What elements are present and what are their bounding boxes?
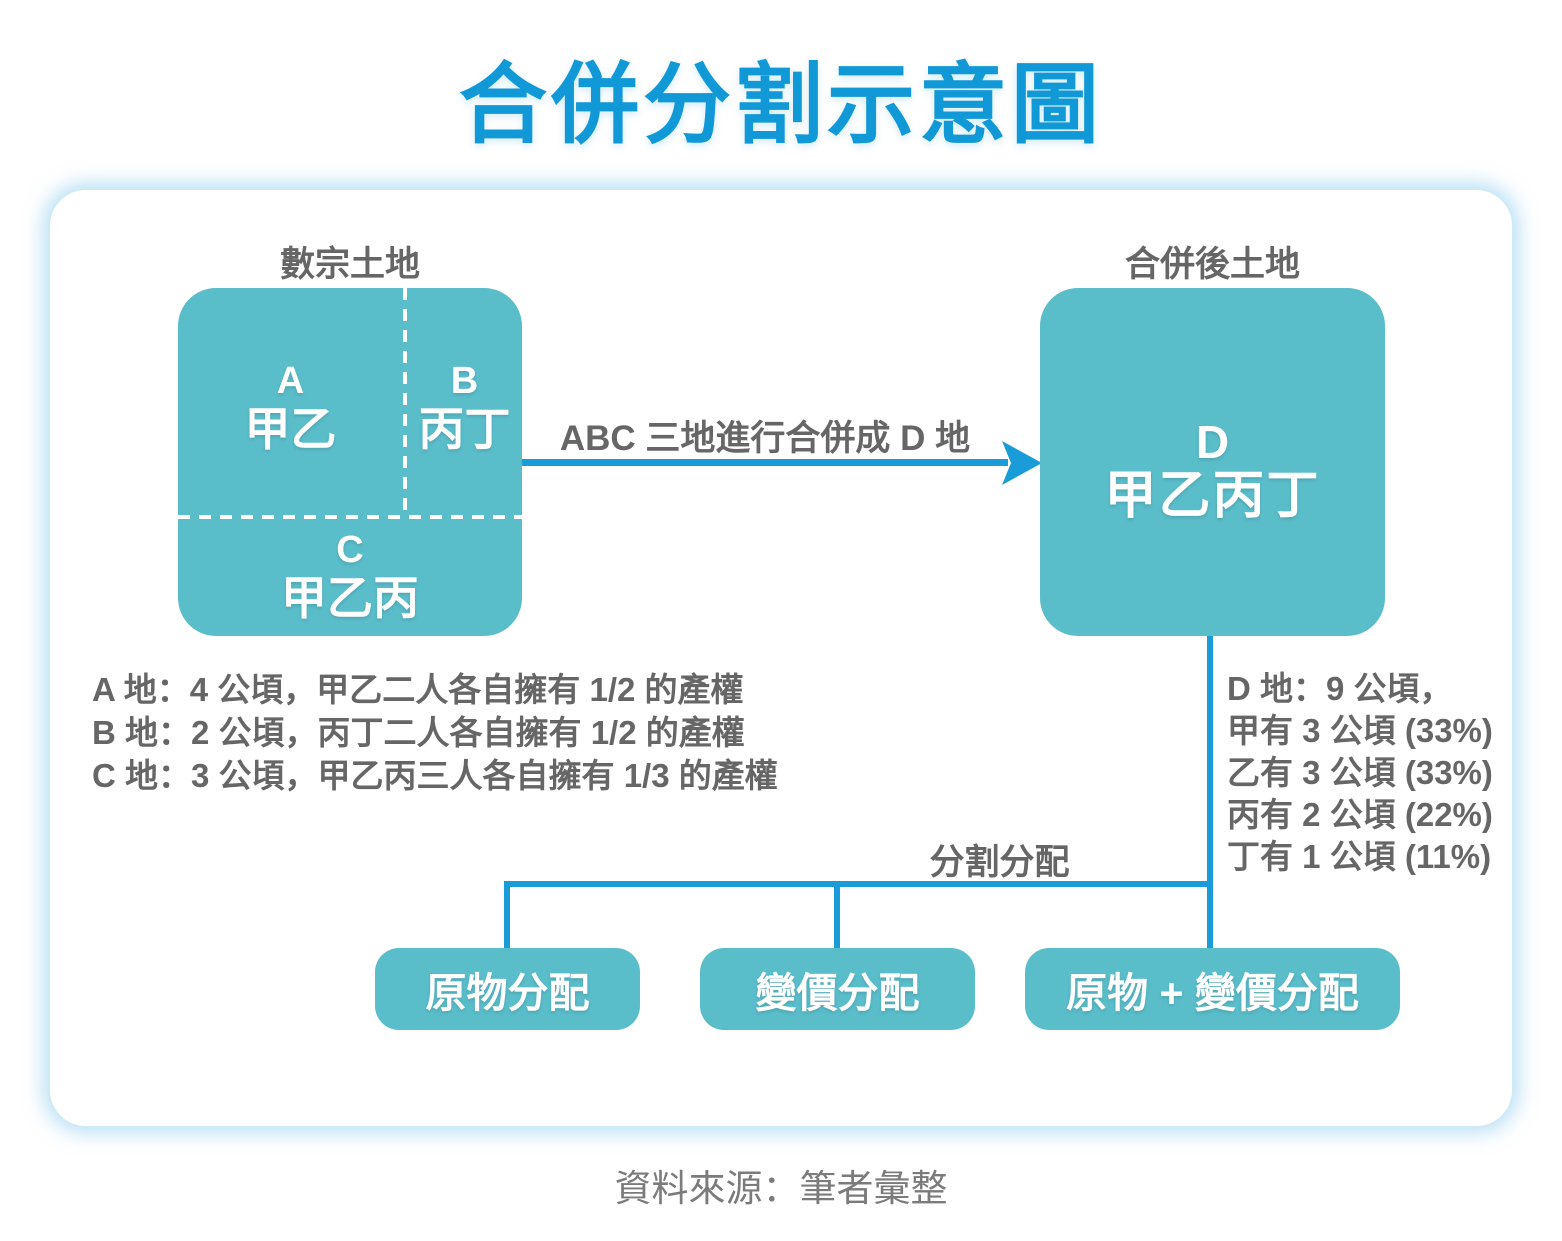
right-group-label: 合併後土地	[1124, 245, 1300, 284]
parcel-c: C 甲乙丙	[178, 519, 522, 636]
arrow-right-icon	[1002, 440, 1042, 486]
dashed-divider-horizontal	[178, 515, 522, 519]
parcels-abc-box: A 甲乙 B 丙丁 C 甲乙丙	[178, 288, 522, 636]
source-attribution: 資料來源：筆者彙整	[614, 1168, 948, 1209]
detail-line-d: D 地：9 公頃，	[1227, 670, 1453, 707]
option-combined-distribution: 原物 + 變價分配	[1025, 948, 1400, 1030]
detail-line-d-owner1: 甲有 3 公頃 (33%)	[1227, 712, 1493, 749]
detail-line-b: B 地：2 公頃，丙丁二人各自擁有 1/2 的產權	[92, 714, 745, 751]
detail-line-d-owner4: 丁有 1 公頃 (11%)	[1227, 838, 1492, 875]
detail-line-d-owner2: 乙有 3 公頃 (33%)	[1227, 754, 1493, 791]
connector-line-branch	[504, 881, 1213, 887]
detail-line-a: A 地：4 公頃，甲乙二人各自擁有 1/2 的產權	[92, 671, 744, 708]
merge-arrow-label: ABC 三地進行合併成 D 地	[559, 419, 971, 458]
option-price-conversion-distribution: 變價分配	[700, 948, 975, 1030]
parcel-c-owners: 甲乙丙	[281, 571, 419, 624]
connector-line-d-down	[1207, 636, 1213, 950]
parcel-b: B 丙丁	[407, 302, 522, 515]
dashed-divider-vertical	[403, 288, 407, 519]
division-label: 分割分配	[929, 843, 1070, 882]
connector-line-drop-1	[504, 881, 510, 950]
option-original-distribution: 原物分配	[375, 948, 640, 1030]
detail-line-c: C 地：3 公頃，甲乙丙三人各自擁有 1/3 的產權	[92, 757, 778, 794]
parcel-a: A 甲乙	[178, 302, 403, 515]
parcel-a-id: A	[276, 360, 305, 403]
parcel-b-owners: 丙丁	[418, 402, 511, 455]
parcel-d-id: D	[1195, 415, 1230, 468]
parcel-d: D 甲乙丙丁	[1040, 308, 1385, 636]
diagram-title: 合併分割示意圖	[458, 55, 1103, 154]
parcel-d-owners: 甲乙丙丁	[1104, 467, 1321, 526]
parcel-d-box: D 甲乙丙丁	[1040, 288, 1385, 636]
left-group-label: 數宗土地	[279, 245, 420, 284]
parcel-d-details: D 地：9 公頃， 甲有 3 公頃 (33%) 乙有 3 公頃 (33%) 丙有…	[1227, 668, 1493, 878]
detail-line-d-owner3: 丙有 2 公頃 (22%)	[1227, 796, 1493, 833]
parcel-c-id: C	[336, 529, 364, 572]
merge-arrow-line	[522, 459, 1008, 466]
connector-line-drop-2	[834, 881, 840, 950]
parcel-b-id: B	[450, 360, 479, 403]
parcel-a-owners: 甲乙	[244, 402, 337, 455]
parcels-abc-details: A 地：4 公頃，甲乙二人各自擁有 1/2 的產權 B 地：2 公頃，丙丁二人各…	[92, 668, 778, 797]
